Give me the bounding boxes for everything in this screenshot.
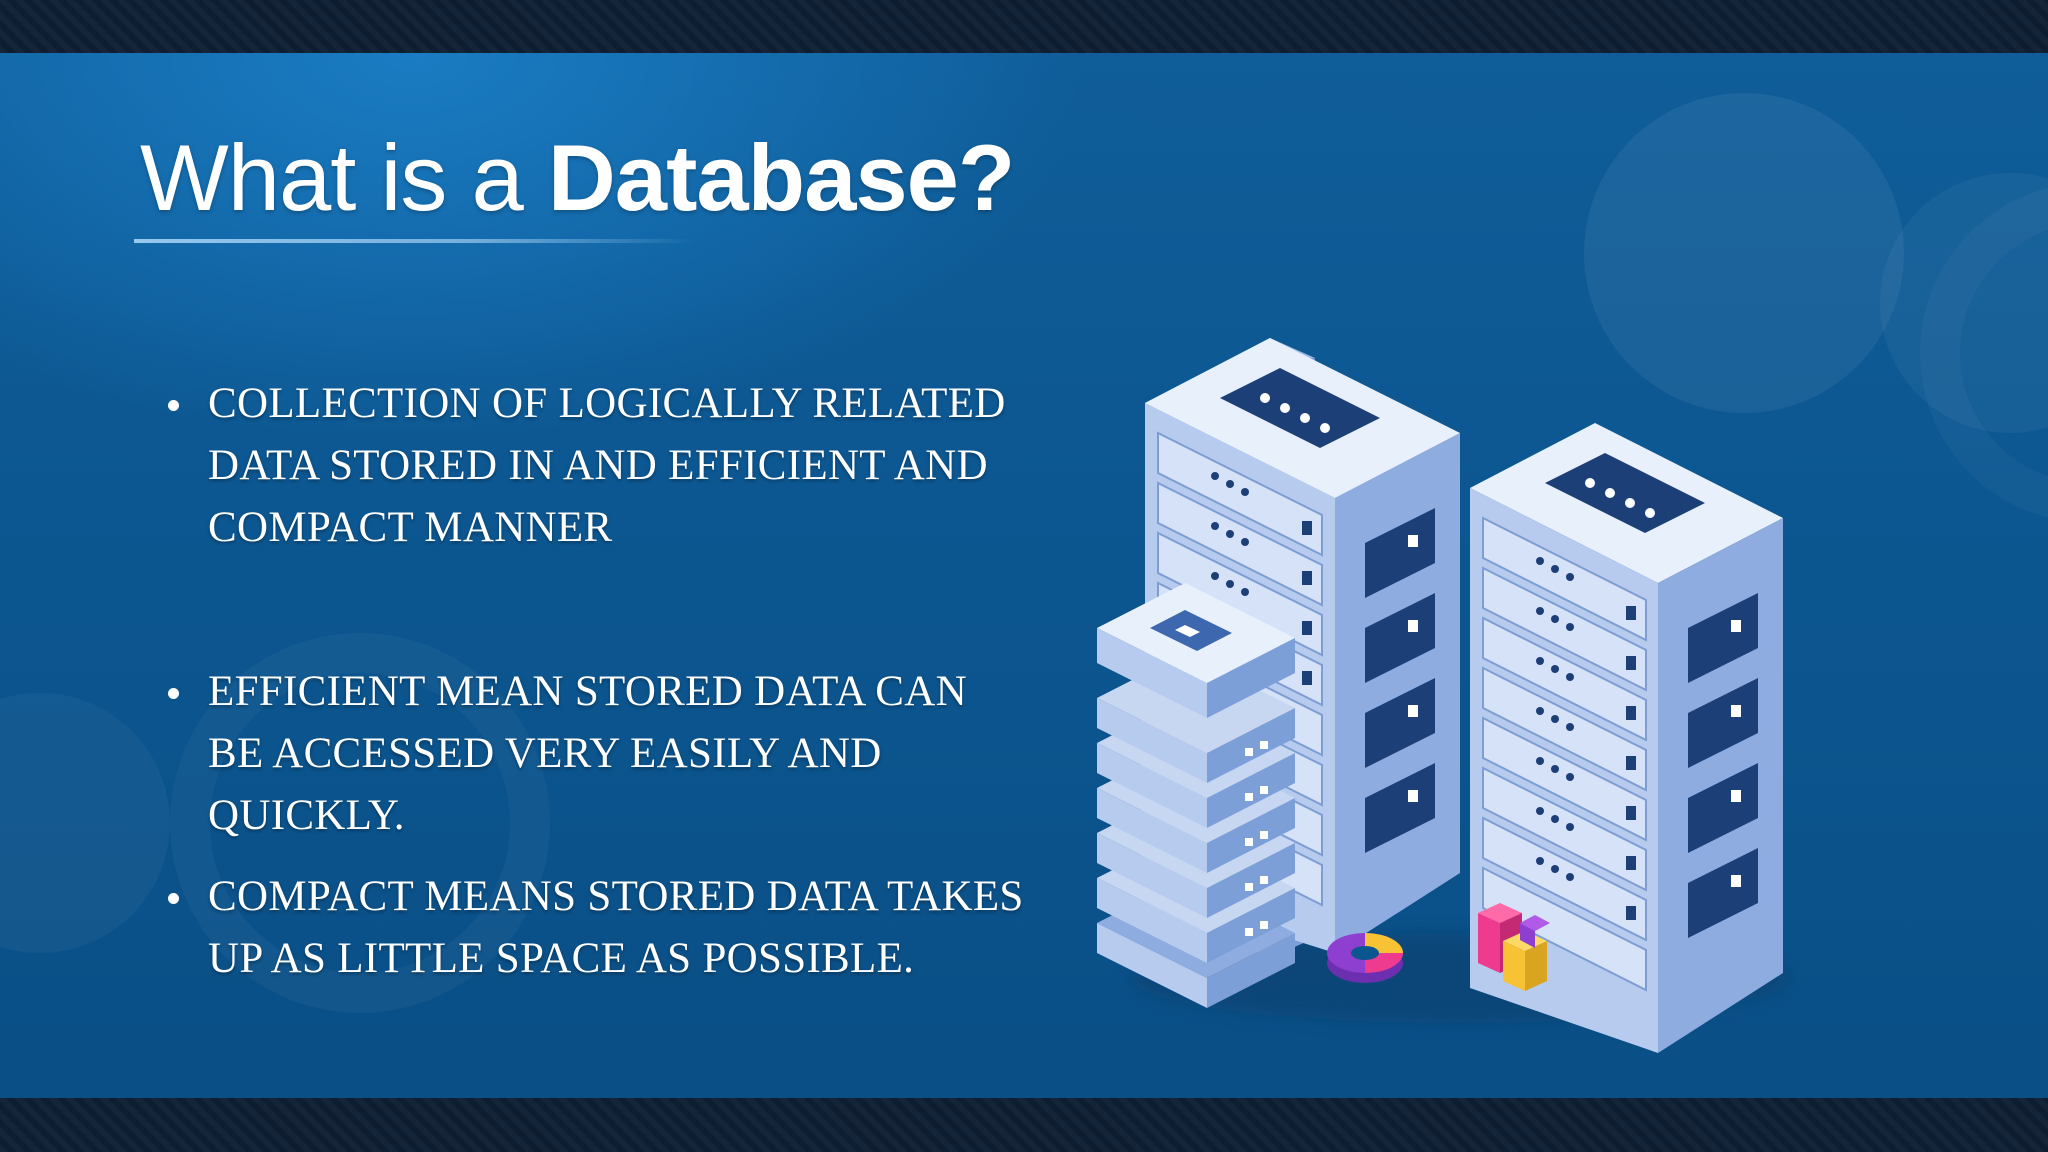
bottom-letterbox-band <box>0 1098 2048 1152</box>
server-tower-right <box>1470 423 1783 1053</box>
bullet-list: COLLECTION OF LOGICALLY RELATED DATA STO… <box>0 53 2048 1098</box>
bullet-dot-icon <box>168 688 179 699</box>
slide-title-bold: Database? <box>547 125 1015 230</box>
bullet-text: COMPACT MEANS STORED DATA TAKES UP AS LI… <box>208 873 1024 982</box>
bullet-item: COLLECTION OF LOGICALLY RELATED DATA STO… <box>168 373 1048 559</box>
bullet-dot-icon <box>168 893 179 904</box>
decorative-circle <box>1584 93 1904 413</box>
bullet-item: COMPACT MEANS STORED DATA TAKES UP AS LI… <box>168 866 1048 990</box>
pie-chart-icon <box>1327 933 1403 983</box>
server-stack-small <box>1097 583 1295 1008</box>
slide-title-regular: What is a <box>140 125 548 230</box>
top-letterbox-band <box>0 0 2048 53</box>
slide: What is a Database? COLLECTION OF LOGICA… <box>0 53 2048 1098</box>
database-servers-illustration-icon <box>1097 338 1790 1053</box>
bullet-item: EFFICIENT MEAN STORED DATA CAN BE ACCESS… <box>168 661 1048 847</box>
bullet-text: EFFICIENT MEAN STORED DATA CAN BE ACCESS… <box>208 668 967 839</box>
bullet-dot-icon <box>168 400 179 411</box>
title-underline <box>134 239 694 243</box>
bar-blocks-icon <box>1478 903 1550 991</box>
slide-title: What is a Database? <box>140 123 1015 233</box>
bullet-text: COLLECTION OF LOGICALLY RELATED DATA STO… <box>208 380 1006 551</box>
